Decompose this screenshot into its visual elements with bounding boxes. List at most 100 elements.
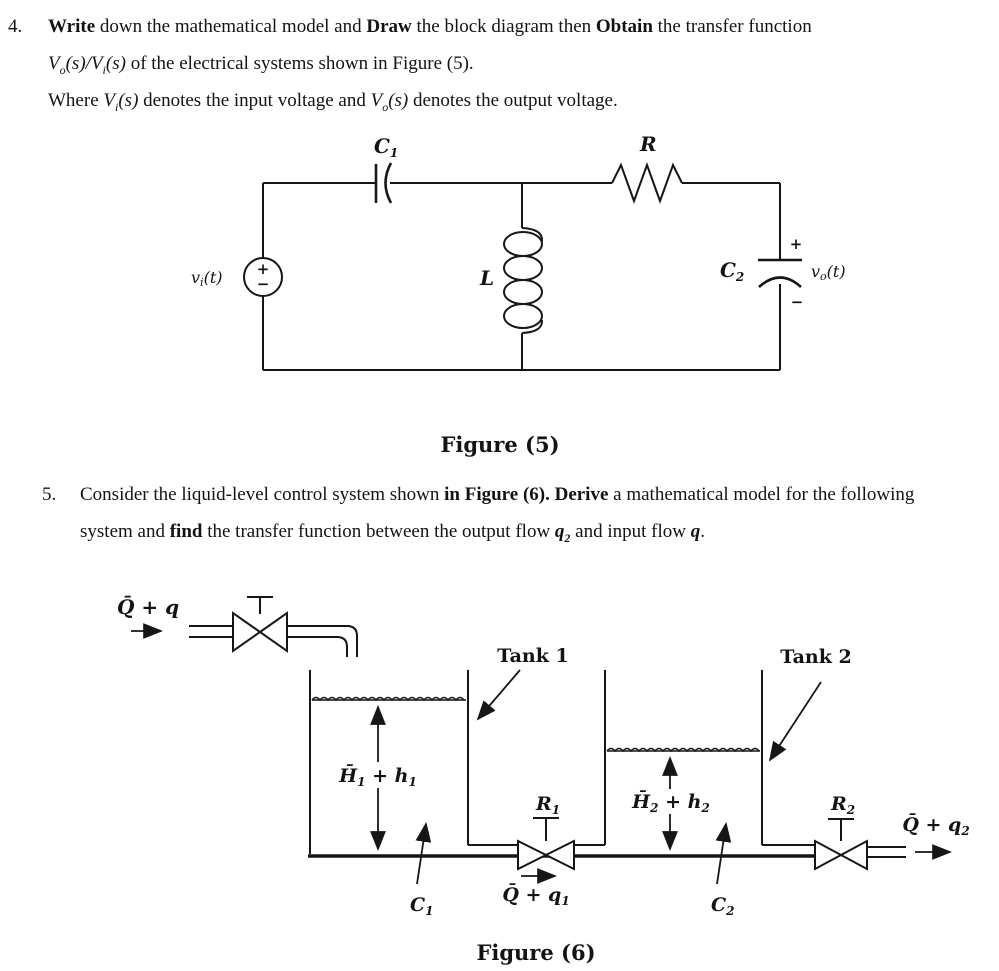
inductor-hook-top: [521, 227, 544, 242]
valve-r2-handle: [828, 818, 854, 841]
capacitor-c1-curved-plate: [384, 162, 393, 204]
text-run: denotes the input voltage and: [138, 90, 371, 111]
capacitor-c1: [374, 162, 393, 204]
math-symbol: q: [554, 521, 565, 542]
tank1-pointer-arrow: [476, 669, 521, 721]
inlet-valve-left-triangle: [232, 611, 262, 653]
water-ripples: [606, 747, 760, 753]
inlet-valve: [232, 596, 288, 653]
text-run: and input flow: [570, 521, 691, 542]
text-run: in Figure (6). Derive: [444, 484, 609, 505]
valve-r1-handle: [533, 817, 559, 841]
valve-r1-left-triangle: [517, 839, 549, 871]
label-c1-fig6: C1: [410, 894, 433, 918]
water-level-tank2: [606, 747, 760, 753]
valve-r1-right-triangle: [543, 839, 575, 871]
inductor-loop: [503, 279, 543, 305]
inductor-l: [503, 183, 544, 370]
text-run: denotes the output voltage.: [408, 90, 618, 111]
label-r1: R1: [535, 793, 560, 817]
figure-5-caption: Figure (5): [440, 432, 559, 457]
inductor-loop: [503, 231, 543, 257]
inlet-pipe: [189, 625, 233, 638]
text-run: Obtain: [595, 16, 653, 37]
question-4-line-1: Write down the mathematical model and Dr…: [48, 8, 812, 45]
label-h1: H̄1 + h1: [338, 765, 417, 789]
inductor-loop: [503, 255, 543, 281]
label-vout: vo(t): [811, 262, 846, 283]
question-5-line-2: system and find the transfer function be…: [80, 513, 914, 550]
math-symbol: (s): [105, 53, 126, 74]
question-4: Write down the mathematical model and Dr…: [48, 8, 812, 119]
h1-label-backing: [337, 762, 419, 788]
label-r2: R2: [830, 793, 855, 817]
text-run: down the mathematical model and: [95, 16, 367, 37]
math-subscript: i: [102, 62, 106, 77]
capacitor-c2: [758, 258, 802, 288]
math-symbol: q: [690, 521, 701, 542]
label-c2-fig6: C2: [711, 894, 734, 918]
math-symbol: V: [90, 53, 103, 74]
inductor-loop: [503, 303, 543, 329]
text-run: a mathematical model for the following: [608, 484, 915, 505]
valve-r1: R1: [517, 793, 575, 871]
math-symbol: (s): [388, 90, 409, 111]
label-h2: H̄2 + h2: [631, 791, 710, 815]
math-subscript: o: [382, 99, 389, 114]
inductor-hook-bottom: [521, 319, 544, 334]
text-run: the transfer function between the output…: [202, 521, 555, 542]
text-run: .: [700, 521, 705, 542]
text-run: Write: [48, 16, 96, 37]
water-ripples: [311, 696, 465, 702]
outlet-pipe: [867, 846, 906, 858]
label-tank2: Tank 2: [780, 646, 851, 668]
math-symbol: V: [370, 90, 383, 111]
h2-label-backing: [630, 789, 712, 814]
math-symbol: V: [48, 53, 60, 74]
math-symbol: V: [103, 90, 115, 111]
inlet-valve-right-triangle: [258, 611, 288, 653]
question-5-number: 5.: [42, 484, 57, 505]
math-symbol: (s)/: [65, 53, 91, 74]
math-subscript: i: [115, 99, 119, 114]
c2-pointer-arrow: [715, 822, 732, 885]
text-run: Draw: [366, 16, 412, 37]
text-run: of the electrical systems shown in Figur…: [125, 53, 474, 74]
water-level-tank1: [311, 696, 466, 702]
resistor-r: [611, 162, 683, 204]
c1-pointer-arrow: [415, 822, 432, 885]
label-inflow: Q̄ + q: [117, 594, 179, 619]
question-4-line-2: Vo(s)/Vi(s) of the electrical systems sh…: [48, 45, 812, 82]
text-run: the transfer function: [652, 16, 812, 37]
voltage-source: + −: [243, 257, 283, 297]
text-run: the block diagram then: [411, 16, 596, 37]
math-symbol: (s): [118, 90, 139, 111]
voltage-source-plus: +: [257, 260, 270, 278]
text-run: Where: [48, 90, 104, 111]
math-subscript: o: [59, 62, 66, 77]
label-vin: vi(t): [191, 268, 223, 289]
question-5-line-1: Consider the liquid-level control system…: [80, 476, 914, 513]
tank2-pointer-arrow: [768, 681, 822, 762]
valve-r2-left-triangle: [814, 839, 844, 871]
label-c2-minus: −: [791, 293, 804, 311]
figure-6-caption: Figure (6): [476, 940, 595, 965]
label-r: R: [639, 132, 657, 156]
text-run: find: [169, 521, 203, 542]
label-q1: Q̄ + q1: [502, 884, 569, 908]
text-run: system and: [80, 521, 170, 542]
voltage-source-minus: −: [257, 275, 270, 293]
label-c2: C2: [720, 258, 744, 284]
figure-5-circuit: + − C1 R L C2 vi(t) vo(t) + − Figure: [191, 132, 846, 457]
valve-r2-right-triangle: [838, 839, 868, 871]
figure-6-diagram: Q̄ + q: [117, 594, 970, 965]
label-l: L: [479, 266, 494, 290]
valve-r2: R2: [814, 793, 868, 871]
label-c2-plus: +: [790, 235, 803, 253]
math-subscript: 2: [564, 530, 571, 545]
question-5: Consider the liquid-level control system…: [80, 476, 914, 550]
inlet-elbow-pipe-inner: [287, 636, 348, 657]
question-4-number: 4.: [8, 16, 23, 37]
